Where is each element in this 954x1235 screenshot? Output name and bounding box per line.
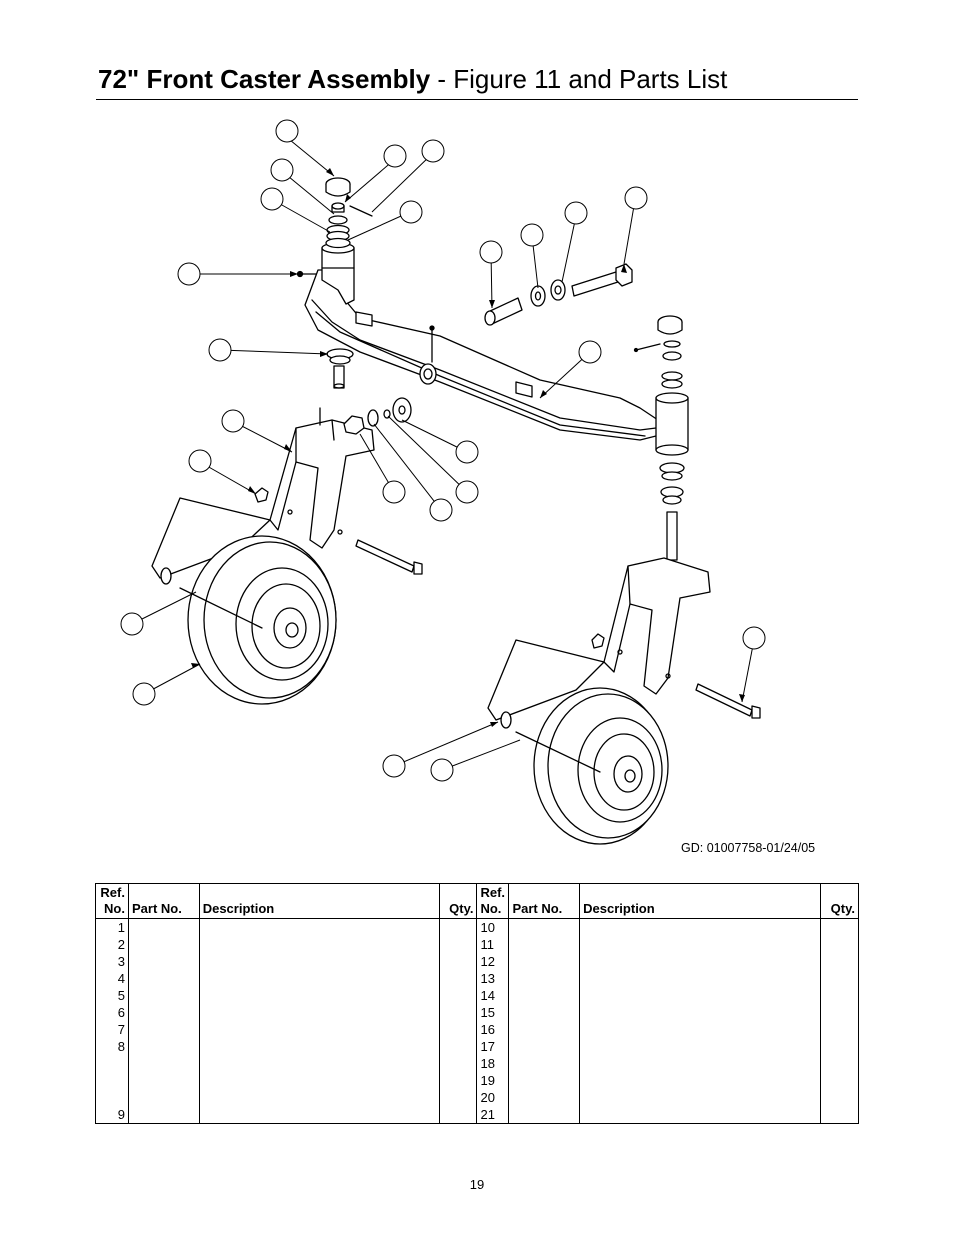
- page-title-regular: - Figure 11 and Parts List: [430, 64, 728, 94]
- parts-list-table: Ref.No. Part No. Description Qty. Ref.No…: [95, 883, 859, 1124]
- left-wheel: [151, 497, 337, 705]
- table-row: 18: [95, 1055, 859, 1072]
- header-ref-no: Ref.No.: [95, 883, 129, 919]
- header-part-no: Part No.: [127, 883, 200, 919]
- left-caster-fork: [269, 407, 375, 549]
- right-bearing-stack: [633, 315, 683, 389]
- right-spindle-tube: [655, 392, 689, 456]
- right-wheel: [487, 639, 669, 845]
- parts-header-row: Ref.No. Part No. Description Qty. Ref.No…: [95, 883, 859, 919]
- left-lower-spindle: [326, 348, 354, 389]
- header-description-2: Description: [579, 883, 821, 919]
- figure-code: GD: 01007758-01/24/05: [681, 841, 816, 855]
- pivot-bolt-parts: [484, 263, 633, 326]
- header-qty: Qty.: [438, 883, 478, 919]
- right-lower-spindle: [659, 462, 685, 561]
- table-row: 20: [95, 1089, 859, 1106]
- header-part-no-2: Part No.: [508, 883, 581, 919]
- header-ref-no-2: Ref.No.: [476, 883, 510, 919]
- right-caster-fork: [591, 557, 711, 695]
- header-description: Description: [198, 883, 440, 919]
- page-title-bold: 72" Front Caster Assembly: [98, 64, 431, 94]
- page-number: 19: [469, 1177, 485, 1192]
- left-bearing-stack: [325, 177, 373, 249]
- table-row: 19: [95, 1072, 859, 1089]
- center-hardware: [254, 397, 412, 503]
- page-title: 72" Front Caster Assembly - Figure 11 an…: [98, 64, 727, 95]
- caster-assembly-diagram: [120, 119, 766, 845]
- callout-arrowheads: [191, 168, 745, 727]
- header-qty-2: Qty.: [820, 883, 859, 919]
- title-rule: [96, 99, 858, 100]
- callout-leaders: [131, 139, 755, 771]
- front-axle-frame: [304, 269, 661, 441]
- callout-balloons: [120, 119, 766, 782]
- axle-bolts: [355, 539, 761, 719]
